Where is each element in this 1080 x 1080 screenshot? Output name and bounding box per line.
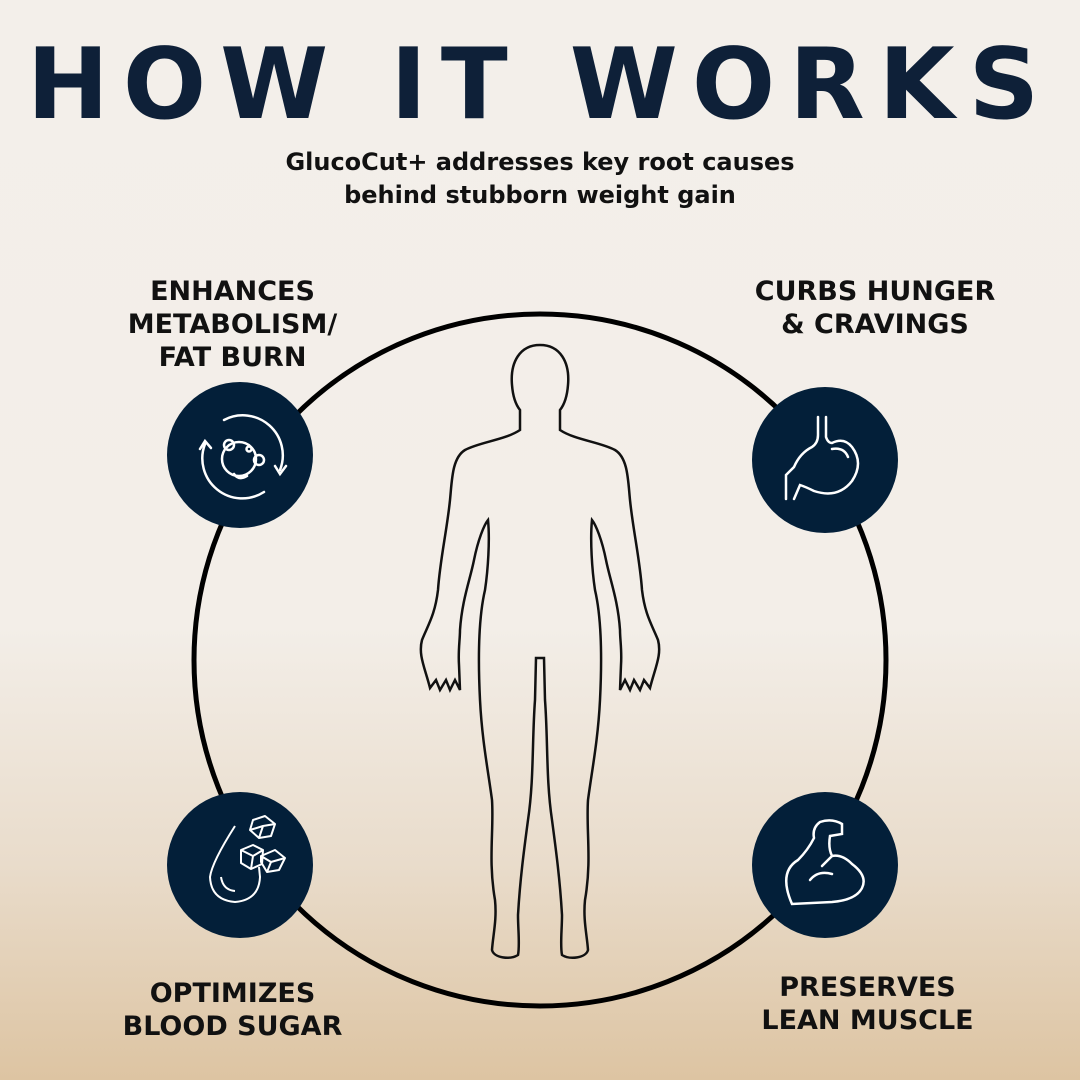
label-line: PRESERVES (779, 972, 956, 1003)
blood-drop-sugar-cubes-icon (167, 792, 313, 938)
subtitle-line-1: GlucoCut+ addresses key root causes (285, 148, 795, 176)
stomach-icon (752, 387, 898, 533)
benefit-label-metabolism: ENHANCES METABOLISM/ FAT BURN (100, 275, 365, 374)
label-line: METABOLISM/ (127, 309, 338, 340)
benefit-label-muscle: PRESERVES LEAN MUSCLE (745, 971, 990, 1037)
label-line: CURBS HUNGER (754, 276, 996, 307)
benefit-label-hunger: CURBS HUNGER & CRAVINGS (730, 275, 1020, 341)
subtitle-line-2: behind stubborn weight gain (344, 181, 736, 209)
subtitle: GlucoCut+ addresses key root causes behi… (0, 146, 1080, 212)
label-line: LEAN MUSCLE (761, 1005, 974, 1036)
label-line: BLOOD SUGAR (122, 1011, 343, 1042)
benefit-label-blood-sugar: OPTIMIZES BLOOD SUGAR (100, 977, 365, 1043)
page-title: HOW IT WORKS (26, 28, 1054, 142)
ring (191, 311, 889, 1009)
label-line: ENHANCES (150, 276, 315, 307)
label-line: FAT BURN (158, 342, 307, 373)
label-line: OPTIMIZES (149, 978, 316, 1009)
flexed-bicep-icon (752, 792, 898, 938)
metabolism-cycle-icon (167, 382, 313, 528)
human-body-silhouette (419, 343, 661, 959)
label-line: & CRAVINGS (781, 309, 969, 340)
